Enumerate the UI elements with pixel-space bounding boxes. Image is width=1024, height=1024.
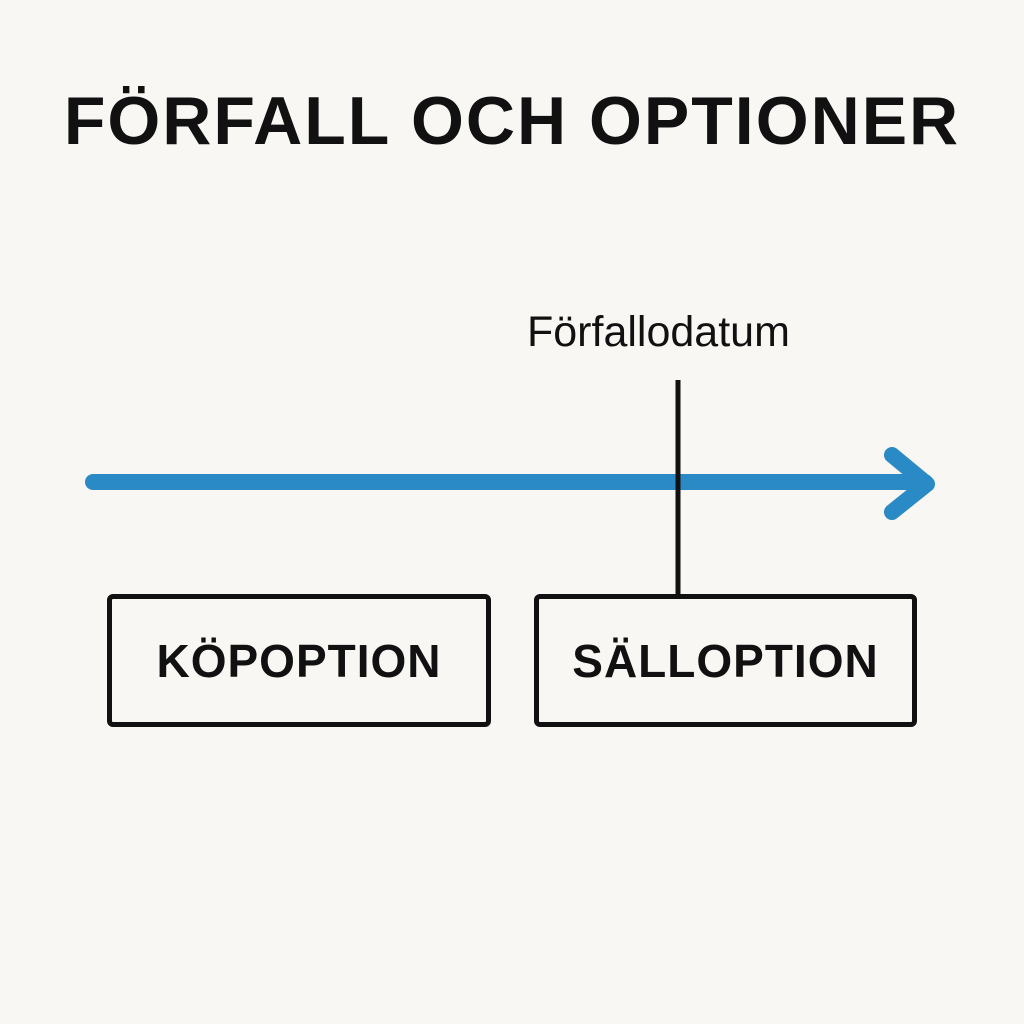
call-option-box: KÖPOPTION — [107, 594, 491, 727]
expiration-date-label: Förfallodatum — [527, 308, 790, 356]
put-option-label: SÄLLOPTION — [572, 634, 879, 687]
call-option-label: KÖPOPTION — [156, 634, 442, 687]
timeline-arrow-head-icon — [884, 447, 935, 520]
put-option-box: SÄLLOPTION — [534, 594, 917, 727]
diagram-title: FÖRFALL OCH OPTIONER — [63, 83, 961, 159]
